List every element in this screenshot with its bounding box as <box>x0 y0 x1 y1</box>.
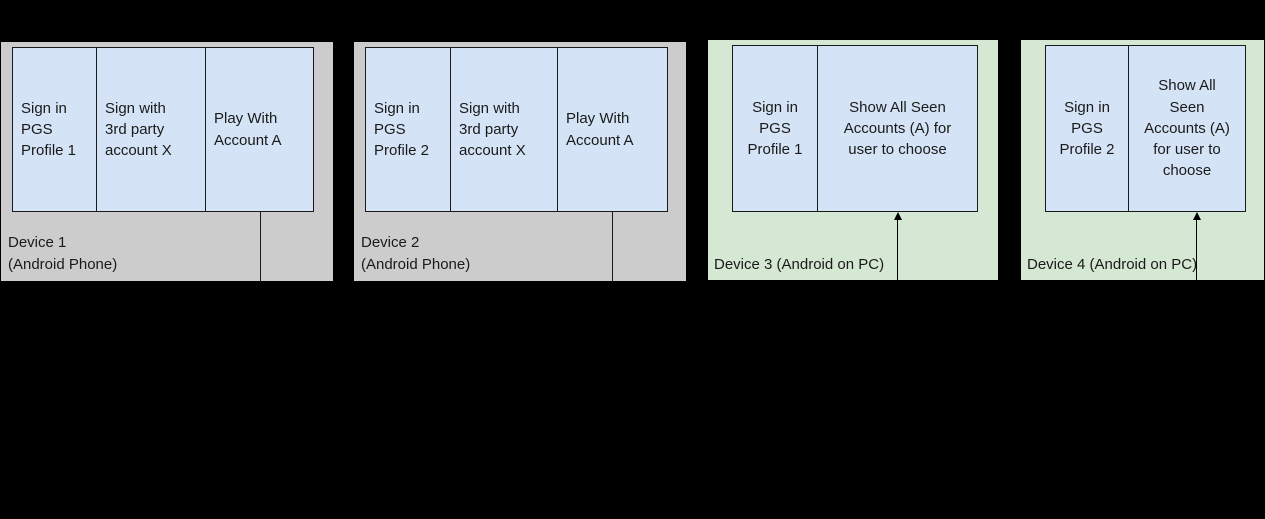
device-3-inbound-arrow-line <box>897 219 898 281</box>
device-3-step-2-label: Show All Seen Accounts (A) for user to c… <box>843 98 952 159</box>
device-2-step-3-label: Play With Account A <box>566 110 634 149</box>
device-2-panel-divider <box>612 212 613 282</box>
device-3-step-1[interactable]: Sign in PGS Profile 1 <box>732 45 818 212</box>
device-2-step-1-label: Sign in PGS Profile 2 <box>374 99 430 160</box>
device-2-step-2-label: Sign with 3rd party account X <box>459 99 526 160</box>
device-1-step-1[interactable]: Sign in PGS Profile 1 <box>12 47 97 212</box>
device-1-step-2[interactable]: Sign with 3rd party account X <box>96 47 206 212</box>
device-1-step-3-label: Play With Account A <box>214 110 282 149</box>
device-2-label: Device 2 (Android Phone) <box>361 234 471 273</box>
device-3-inbound-arrow-head <box>894 212 902 220</box>
device-4-label: Device 4 (Android on PC) <box>1027 256 1198 273</box>
device-3-label: Device 3 (Android on PC) <box>714 256 885 273</box>
device-1-label: Device 1 (Android Phone) <box>8 234 118 273</box>
device-1-panel-divider <box>260 212 261 282</box>
device-1-step-1-label: Sign in PGS Profile 1 <box>21 99 77 160</box>
device-4-inbound-arrow-head <box>1193 212 1201 220</box>
device-1-step-3[interactable]: Play With Account A <box>205 47 314 212</box>
device-4-step-1[interactable]: Sign in PGS Profile 2 <box>1045 45 1129 212</box>
device-4-step-2-label: Show All Seen Accounts (A) for user to c… <box>1144 77 1230 180</box>
device-1-step-2-label: Sign with 3rd party account X <box>105 99 172 160</box>
device-3-step-1-label: Sign in PGS Profile 1 <box>747 98 803 159</box>
device-3-step-2[interactable]: Show All Seen Accounts (A) for user to c… <box>817 45 978 212</box>
device-4-inbound-arrow-line <box>1196 219 1197 281</box>
device-4-step-2[interactable]: Show All Seen Accounts (A) for user to c… <box>1128 45 1246 212</box>
device-2-step-3[interactable]: Play With Account A <box>557 47 668 212</box>
device-2-step-1[interactable]: Sign in PGS Profile 2 <box>365 47 451 212</box>
device-4-step-1-label: Sign in PGS Profile 2 <box>1059 98 1115 159</box>
device-2-step-2[interactable]: Sign with 3rd party account X <box>450 47 558 212</box>
